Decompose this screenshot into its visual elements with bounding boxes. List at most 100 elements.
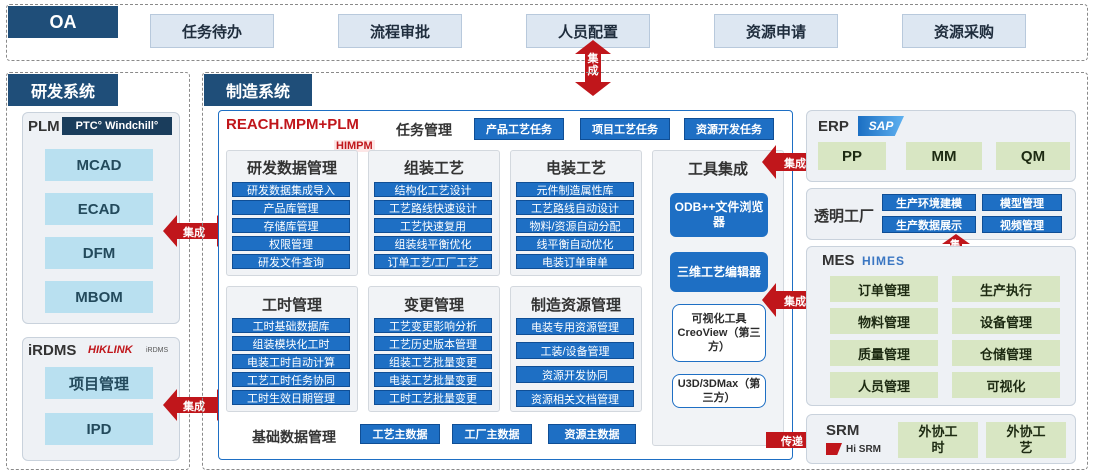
hours-item[interactable]: 组装模块化工时: [232, 336, 350, 351]
integrate-arrow-left-lower: [163, 389, 231, 421]
change-title: 变更管理: [403, 297, 464, 314]
electrical-item[interactable]: 工艺路线自动设计: [516, 200, 634, 215]
change-item[interactable]: 组装工艺批量变更: [374, 354, 492, 369]
resource-item[interactable]: 电装专用资源管理: [516, 318, 634, 335]
transfer-label-srm: 传递: [781, 436, 803, 448]
tool-u3d-3dmax[interactable]: U3D/3DMax（第三方）: [672, 374, 766, 408]
transparent-item-model-mgmt[interactable]: 模型管理: [982, 194, 1062, 211]
mes-item-warehouse[interactable]: 仓储管理: [952, 340, 1060, 366]
mes-label: MES: [822, 252, 855, 269]
electrical-item[interactable]: 线平衡自动优化: [516, 236, 634, 251]
plm-item-ecad[interactable]: ECAD: [45, 193, 153, 225]
oa-section: [6, 4, 1088, 61]
hisrm-mark-icon: [826, 443, 842, 455]
rd-data-item[interactable]: 权限管理: [232, 236, 350, 251]
base-item-resource-master[interactable]: 资源主数据: [548, 424, 636, 444]
oa-title: OA: [8, 6, 118, 38]
srm-label: SRM: [826, 422, 860, 439]
assembly-item[interactable]: 工艺快速复用: [374, 218, 492, 233]
assembly-item[interactable]: 组装线平衡优化: [374, 236, 492, 251]
hours-item[interactable]: 工时生效日期管理: [232, 390, 350, 405]
windchill-logo: PTC° Windchill°: [62, 117, 172, 135]
oa-item-process-approval[interactable]: 流程审批: [338, 14, 462, 48]
hours-title: 工时管理: [261, 297, 322, 314]
mfg-title: 制造系统: [204, 74, 312, 106]
assembly-item[interactable]: 订单工艺/工厂工艺: [374, 254, 492, 269]
hours-item[interactable]: 电装工时自动计算: [232, 354, 350, 369]
oa-item-resource-request[interactable]: 资源申请: [714, 14, 838, 48]
task-resource-dev[interactable]: 资源开发任务: [684, 118, 774, 140]
plm-item-mcad[interactable]: MCAD: [45, 149, 153, 181]
base-item-process-master[interactable]: 工艺主数据: [360, 424, 440, 444]
irdms-label: iRDMS: [28, 342, 77, 359]
task-management-label: 任务管理: [396, 122, 452, 138]
mes-item-personnel[interactable]: 人员管理: [830, 372, 938, 398]
transparent-item-data-display[interactable]: 生产数据展示: [882, 216, 976, 233]
transparent-item-env-modeling[interactable]: 生产环境建模: [882, 194, 976, 211]
erp-item-mm[interactable]: MM: [906, 142, 982, 170]
mes-item-visualization[interactable]: 可视化: [952, 372, 1060, 398]
rd-data-item[interactable]: 研发文件查询: [232, 254, 350, 269]
integrate-label-mes: 集成: [784, 296, 806, 308]
mes-item-execution[interactable]: 生产执行: [952, 276, 1060, 302]
integrate-arrow-left-upper: [163, 215, 231, 247]
resource-item[interactable]: 资源开发协同: [516, 366, 634, 383]
electrical-item[interactable]: 物料/资源自动分配: [516, 218, 634, 233]
hours-item[interactable]: 工艺工时任务协同: [232, 372, 350, 387]
electrical-title: 电装工艺: [545, 160, 606, 177]
change-item[interactable]: 电装工艺批量变更: [374, 372, 492, 387]
reach-title: REACH.MPM+PLM: [226, 116, 359, 133]
task-project-process[interactable]: 项目工艺任务: [580, 118, 670, 140]
resource-title: 制造资源管理: [530, 297, 621, 314]
plm-item-dfm[interactable]: DFM: [45, 237, 153, 269]
irdms-item-ipd[interactable]: IPD: [45, 413, 153, 445]
erp-label: ERP: [818, 118, 849, 135]
rd-data-item[interactable]: 产品库管理: [232, 200, 350, 215]
integrate-arrow-vertical: [575, 40, 611, 96]
assembly-item[interactable]: 工艺路线快速设计: [374, 200, 492, 215]
mes-item-equipment[interactable]: 设备管理: [952, 308, 1060, 334]
himpm-logo: HIMPM: [334, 140, 375, 152]
change-item[interactable]: 工艺变更影响分析: [374, 318, 492, 333]
transparent-label: 透明工厂: [814, 208, 875, 225]
change-item[interactable]: 工艺历史版本管理: [374, 336, 492, 351]
srm-item-outsource-process[interactable]: 外协工艺: [986, 422, 1066, 458]
base-data-label: 基础数据管理: [252, 429, 336, 445]
assembly-title: 组装工艺: [403, 160, 464, 177]
assembly-item[interactable]: 结构化工艺设计: [374, 182, 492, 197]
transparent-item-video-mgmt[interactable]: 视频管理: [982, 216, 1062, 233]
rd-data-item[interactable]: 存储库管理: [232, 218, 350, 233]
mes-item-quality[interactable]: 质量管理: [830, 340, 938, 366]
task-product-process[interactable]: 产品工艺任务: [474, 118, 564, 140]
integrate-label-left-lower: 集成: [183, 401, 205, 413]
integrate-label-erp: 集成: [784, 158, 806, 170]
electrical-item[interactable]: 电装订单审单: [516, 254, 634, 269]
mfg-section: [202, 72, 1088, 470]
integrate-label-left-upper: 集成: [183, 227, 205, 239]
oa-item-task-todo[interactable]: 任务待办: [150, 14, 274, 48]
resource-item[interactable]: 资源相关文档管理: [516, 390, 634, 407]
rd-title: 研发系统: [8, 74, 118, 106]
mes-item-order[interactable]: 订单管理: [830, 276, 938, 302]
plm-item-mbom[interactable]: MBOM: [45, 281, 153, 313]
tool-odb-viewer[interactable]: ODB++文件浏览器: [670, 193, 768, 237]
base-item-factory-master[interactable]: 工厂主数据: [452, 424, 532, 444]
irdms-small-logo: iRDMS: [146, 347, 169, 354]
tool-3d-process-editor[interactable]: 三维工艺编辑器: [670, 252, 768, 292]
erp-item-qm[interactable]: QM: [996, 142, 1070, 170]
irdms-item-project[interactable]: 项目管理: [45, 367, 153, 399]
hisrm-logo: Hi SRM: [846, 444, 881, 455]
change-item[interactable]: 工时工艺批量变更: [374, 390, 492, 405]
srm-item-outsource-hours[interactable]: 外协工时: [898, 422, 978, 458]
hours-item[interactable]: 工时基础数据库: [232, 318, 350, 333]
mes-item-material[interactable]: 物料管理: [830, 308, 938, 334]
electrical-item[interactable]: 元件制造属性库: [516, 182, 634, 197]
rd-section: [6, 72, 190, 470]
tool-creoview[interactable]: 可视化工具CreoView（第三方）: [672, 304, 766, 362]
tools-title: 工具集成: [687, 161, 748, 178]
oa-item-resource-purchase[interactable]: 资源采购: [902, 14, 1026, 48]
erp-item-pp[interactable]: PP: [818, 142, 886, 170]
resource-item[interactable]: 工装/设备管理: [516, 342, 634, 359]
rd-data-item[interactable]: 研发数据集成导入: [232, 182, 350, 197]
rd-data-title: 研发数据管理: [246, 160, 337, 177]
